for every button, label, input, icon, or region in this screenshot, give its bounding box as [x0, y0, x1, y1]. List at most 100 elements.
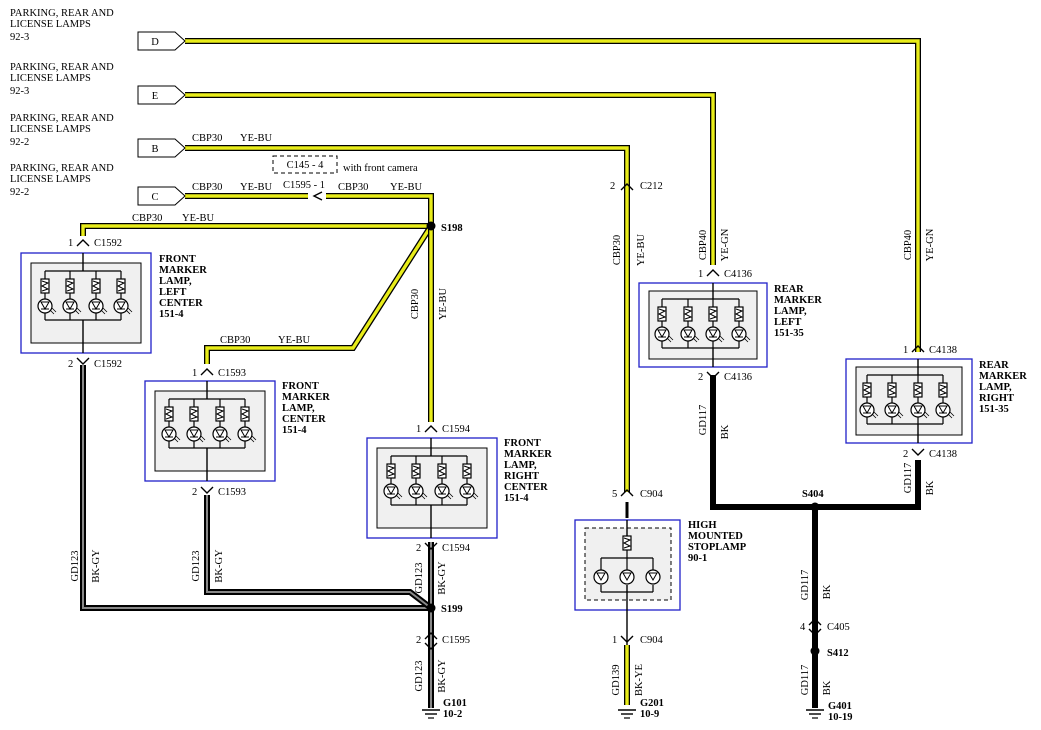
- source-pin: C: [151, 192, 158, 203]
- svg-text:CBP30: CBP30: [192, 133, 222, 144]
- splice-s199: S199: [426, 603, 463, 615]
- source-title-line-1: PARKING, REAR AND: [10, 163, 114, 174]
- source-pin: B: [151, 144, 158, 155]
- source-title-line-1: PARKING, REAR AND: [10, 62, 114, 73]
- svg-text:2: 2: [416, 543, 421, 554]
- source-ref: 92-2: [10, 137, 29, 148]
- source-ref: 92-2: [10, 187, 29, 198]
- svg-text:S199: S199: [441, 604, 463, 615]
- svg-text:YE-BU: YE-BU: [182, 213, 214, 224]
- svg-text:GD117: GD117: [800, 665, 811, 696]
- svg-text:MOUNTED: MOUNTED: [688, 531, 743, 542]
- svg-text:MARKER: MARKER: [774, 295, 822, 306]
- source-connector-e: PARKING, REAR AND LICENSE LAMPS 92-3 E: [10, 62, 186, 105]
- connector-markers: 2 C212 1 C1592 2 C1592 1 C1593 2 C1593 1…: [68, 181, 957, 650]
- svg-text:S198: S198: [441, 223, 463, 234]
- source-title-line-2: LICENSE LAMPS: [10, 73, 91, 84]
- svg-text:LEFT: LEFT: [159, 287, 186, 298]
- svg-text:2: 2: [698, 372, 703, 383]
- ground-wires: [80, 365, 921, 708]
- front-marker-lamp-center: FRONT MARKER LAMP, CENTER 151-4: [144, 380, 330, 482]
- svg-text:LAMP,: LAMP,: [282, 403, 315, 414]
- svg-text:REAR: REAR: [979, 360, 1009, 371]
- wire-c1595-to-s198: [326, 193, 434, 226]
- svg-text:CBP30: CBP30: [220, 335, 250, 346]
- svg-text:151-35: 151-35: [774, 328, 804, 339]
- svg-text:CBP30: CBP30: [338, 182, 368, 193]
- svg-text:1: 1: [612, 635, 617, 646]
- source-connector-d: PARKING, REAR AND LICENSE LAMPS 92-3 D: [10, 8, 186, 51]
- svg-text:GD123: GD123: [70, 551, 81, 582]
- svg-text:C1592: C1592: [94, 238, 122, 249]
- svg-text:GD117: GD117: [698, 405, 709, 436]
- svg-text:C405: C405: [827, 622, 850, 633]
- svg-text:G101: G101: [443, 698, 467, 709]
- source-title-line-2: LICENSE LAMPS: [10, 174, 91, 185]
- svg-text:RIGHT: RIGHT: [979, 393, 1014, 404]
- svg-text:CBP30: CBP30: [132, 213, 162, 224]
- svg-text:YE-BU: YE-BU: [636, 234, 647, 266]
- svg-text:GD117: GD117: [903, 463, 914, 494]
- svg-text:C1594: C1594: [442, 424, 471, 435]
- svg-text:1: 1: [192, 368, 197, 379]
- svg-text:C1594: C1594: [442, 543, 471, 554]
- svg-text:C4138: C4138: [929, 345, 957, 356]
- svg-text:MARKER: MARKER: [159, 265, 207, 276]
- svg-text:S412: S412: [827, 648, 849, 659]
- svg-text:BK-GY: BK-GY: [437, 659, 448, 693]
- svg-text:LAMP,: LAMP,: [504, 460, 537, 471]
- svg-text:S404: S404: [802, 489, 824, 500]
- svg-text:BK-GY: BK-GY: [214, 549, 225, 583]
- svg-text:BK-GY: BK-GY: [437, 561, 448, 595]
- splice-s404: S404: [802, 489, 824, 512]
- svg-text:GD123: GD123: [191, 551, 202, 582]
- front-marker-lamp-right-center: FRONT MARKER LAMP, RIGHT CENTER 151-4: [366, 437, 552, 539]
- svg-text:C4138: C4138: [929, 449, 957, 460]
- svg-text:1: 1: [416, 424, 421, 435]
- svg-text:2: 2: [903, 449, 908, 460]
- svg-text:HIGH: HIGH: [688, 520, 717, 531]
- rear-marker-lamp-right: REAR MARKER LAMP, RIGHT 151-35: [845, 358, 1027, 444]
- svg-text:C904: C904: [640, 489, 664, 500]
- svg-text:RIGHT: RIGHT: [504, 471, 539, 482]
- splice-s412: S412: [810, 646, 849, 659]
- svg-text:BK-GY: BK-GY: [91, 549, 102, 583]
- wire-e-to-rear-left: [185, 92, 716, 265]
- svg-text:LAMP,: LAMP,: [774, 306, 807, 317]
- svg-text:YE-BU: YE-BU: [438, 288, 449, 320]
- svg-text:151-4: 151-4: [504, 493, 529, 504]
- source-ref: 92-3: [10, 86, 29, 97]
- ground-g401: G401 10-19: [806, 701, 853, 723]
- inline-connector-c1595-1: C1595 - 1: [283, 180, 325, 201]
- svg-text:MARKER: MARKER: [504, 449, 552, 460]
- svg-text:90-1: 90-1: [688, 553, 707, 564]
- high-mounted-stoplamp: HIGH MOUNTED STOPLAMP 90-1: [574, 519, 747, 645]
- svg-text:GD139: GD139: [611, 665, 622, 696]
- svg-text:YE-BU: YE-BU: [240, 133, 272, 144]
- svg-text:LEFT: LEFT: [774, 317, 801, 328]
- svg-text:CENTER: CENTER: [159, 298, 203, 309]
- svg-text:C1595 - 1: C1595 - 1: [283, 180, 325, 191]
- svg-text:C1592: C1592: [94, 359, 122, 370]
- svg-text:151-4: 151-4: [159, 309, 184, 320]
- svg-text:C212: C212: [640, 181, 663, 192]
- svg-text:C1595: C1595: [442, 635, 470, 646]
- svg-text:BK-YE: BK-YE: [634, 664, 645, 696]
- svg-text:CBP30: CBP30: [612, 235, 623, 265]
- svg-text:FRONT: FRONT: [504, 438, 541, 449]
- svg-text:151-35: 151-35: [979, 404, 1009, 415]
- svg-text:CBP40: CBP40: [903, 230, 914, 260]
- svg-text:GD117: GD117: [800, 570, 811, 601]
- svg-text:2: 2: [68, 359, 73, 370]
- optional-connector-box: C145 - 4 with front camera: [272, 155, 418, 174]
- svg-text:BK: BK: [925, 480, 936, 495]
- svg-text:YE-BU: YE-BU: [278, 335, 310, 346]
- svg-text:GD123: GD123: [414, 563, 425, 594]
- svg-text:C4136: C4136: [724, 269, 752, 280]
- source-title-line-2: LICENSE LAMPS: [10, 124, 91, 135]
- source-title-line-1: PARKING, REAR AND: [10, 8, 114, 19]
- svg-text:151-4: 151-4: [282, 425, 307, 436]
- ground-g201: G201 10-9: [618, 698, 664, 720]
- source-title-line-1: PARKING, REAR AND: [10, 113, 114, 124]
